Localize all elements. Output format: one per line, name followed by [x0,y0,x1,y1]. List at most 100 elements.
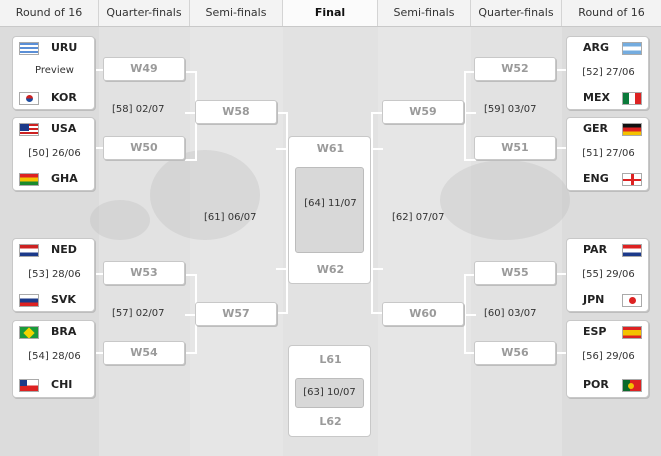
final-match-panel[interactable]: W61 [64] 11/07 W62 [288,136,371,284]
slot-w53: W53 [103,261,185,285]
team-name: USA [51,122,77,135]
third-place-panel[interactable]: L61 [63] 10/07 L62 [288,345,371,437]
slot-w59: W59 [382,100,464,124]
germany-flag-icon [622,123,642,136]
qf-match-date: [60] 03/07 [484,308,537,319]
team-name: NED [51,243,77,256]
team-name: KOR [51,91,77,104]
header-quarter-finals-left: Quarter-finals [99,0,190,26]
spain-flag-icon [622,326,642,339]
connector [95,147,105,149]
slovakia-flag-icon [19,294,39,307]
team-name: CHI [51,378,73,391]
slot-w58: W58 [195,100,277,124]
round-header-bar: Round of 16 Quarter-finals Semi-finals F… [0,0,661,27]
match-card-arg-mex[interactable]: ARG [52] 27/06 MEX [566,36,649,110]
column-bg-sf-left [190,0,283,456]
connector [371,268,383,270]
team-name: MEX [583,91,610,104]
brazil-flag-icon [19,326,39,339]
team-name: ESP [583,325,607,338]
connector [185,112,197,114]
match-card-uru-kor[interactable]: URU Preview KOR [12,36,95,110]
chile-flag-icon [19,379,39,392]
header-round-of-16-right: Round of 16 [578,6,645,19]
match-preview-link[interactable]: Preview [35,65,74,76]
final-slot-w62: W62 [316,263,345,276]
england-flag-icon [622,173,642,186]
slot-w49: W49 [103,57,185,81]
connector [556,352,566,354]
match-date: [54] 28/06 [28,351,81,362]
sf-match-date: [62] 07/07 [392,212,445,223]
connector [95,69,105,71]
connector [95,352,105,354]
netherlands-flag-icon [19,244,39,257]
connector [371,112,383,314]
qf-match-date: [58] 02/07 [112,104,165,115]
third-place-date: [63] 10/07 [295,378,364,408]
qf-match-date: [59] 03/07 [484,104,537,115]
team-name: BRA [51,325,77,338]
korea-flag-icon [19,92,39,105]
team-name: GER [583,122,609,135]
mexico-flag-icon [622,92,642,105]
watermark-player [440,160,570,240]
third-slot-l61: L61 [319,353,342,366]
final-slot-w61: W61 [316,142,345,155]
sf-match-date: [61] 06/07 [204,212,257,223]
header-semi-finals-right: Semi-finals [378,0,471,26]
qf-match-date: [57] 02/07 [112,308,165,319]
match-date: [55] 29/06 [582,269,635,280]
match-date: [50] 26/06 [28,148,81,159]
third-slot-l62: L62 [319,415,342,428]
japan-flag-icon [622,294,642,307]
connector [276,112,288,314]
paraguay-flag-icon [622,244,642,257]
slot-w56: W56 [474,341,556,365]
slot-w54: W54 [103,341,185,365]
slot-w50: W50 [103,136,185,160]
team-name: URU [51,41,78,54]
watermark-ball [90,200,150,240]
team-name: GHA [51,172,78,185]
match-date: [51] 27/06 [582,148,635,159]
connector [371,148,383,150]
match-date: [56] 29/06 [582,351,635,362]
connector [276,268,288,270]
header-final: Final [283,0,378,26]
connector [464,314,476,316]
connector [185,314,197,316]
team-name: PAR [583,243,608,256]
team-name: JPN [583,293,605,306]
match-card-esp-por[interactable]: ESP [56] 29/06 POR [566,320,649,398]
connector [556,69,566,71]
header-round-of-16-left: Round of 16 [0,0,99,26]
connector [95,273,105,275]
match-date: [53] 28/06 [28,269,81,280]
header-semi-finals-left: Semi-finals [190,0,283,26]
final-match-info: [64] 11/07 [295,167,364,253]
slot-w60: W60 [382,302,464,326]
match-date: [52] 27/06 [582,67,635,78]
portugal-flag-icon [622,379,642,392]
ghana-flag-icon [19,173,39,186]
team-name: ENG [583,172,609,185]
slot-w51: W51 [474,136,556,160]
connector [464,71,476,161]
team-name: SVK [51,293,76,306]
connector [276,148,288,150]
match-card-ger-eng[interactable]: GER [51] 27/06 ENG [566,117,649,191]
connector [464,112,476,114]
match-card-bra-chi[interactable]: BRA [54] 28/06 CHI [12,320,95,398]
slot-w52: W52 [474,57,556,81]
uruguay-flag-icon [19,42,39,55]
team-name: ARG [583,41,610,54]
usa-flag-icon [19,123,39,136]
match-card-usa-gha[interactable]: USA [50] 26/06 GHA [12,117,95,191]
match-card-ned-svk[interactable]: NED [53] 28/06 SVK [12,238,95,312]
header-quarter-finals-right: Quarter-finals [471,0,562,26]
connector [556,147,566,149]
match-card-par-jpn[interactable]: PAR [55] 29/06 JPN [566,238,649,312]
